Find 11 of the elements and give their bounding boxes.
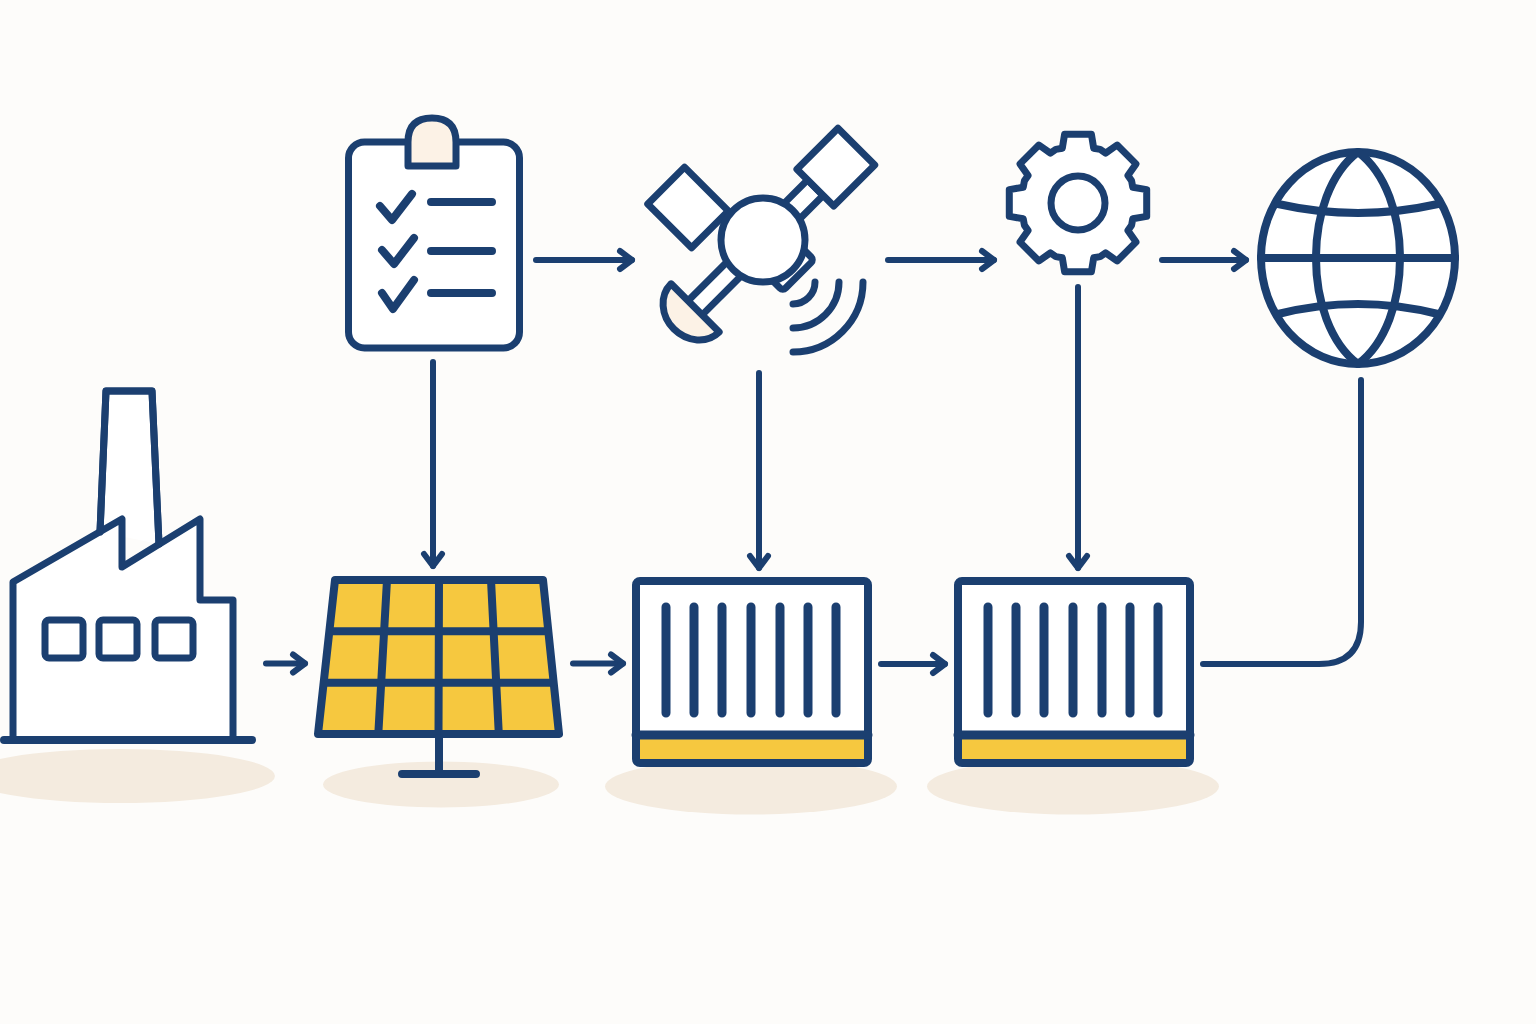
arrow — [878, 652, 948, 676]
arrow — [570, 651, 626, 676]
arrow — [1066, 284, 1090, 571]
arrow — [533, 248, 635, 272]
solar-panel-icon — [313, 574, 565, 780]
connector-line — [1200, 377, 1364, 667]
arrow — [1159, 248, 1249, 272]
arrow — [747, 370, 771, 571]
arrow — [421, 359, 445, 569]
arrow — [885, 248, 997, 272]
arrow — [263, 651, 308, 676]
